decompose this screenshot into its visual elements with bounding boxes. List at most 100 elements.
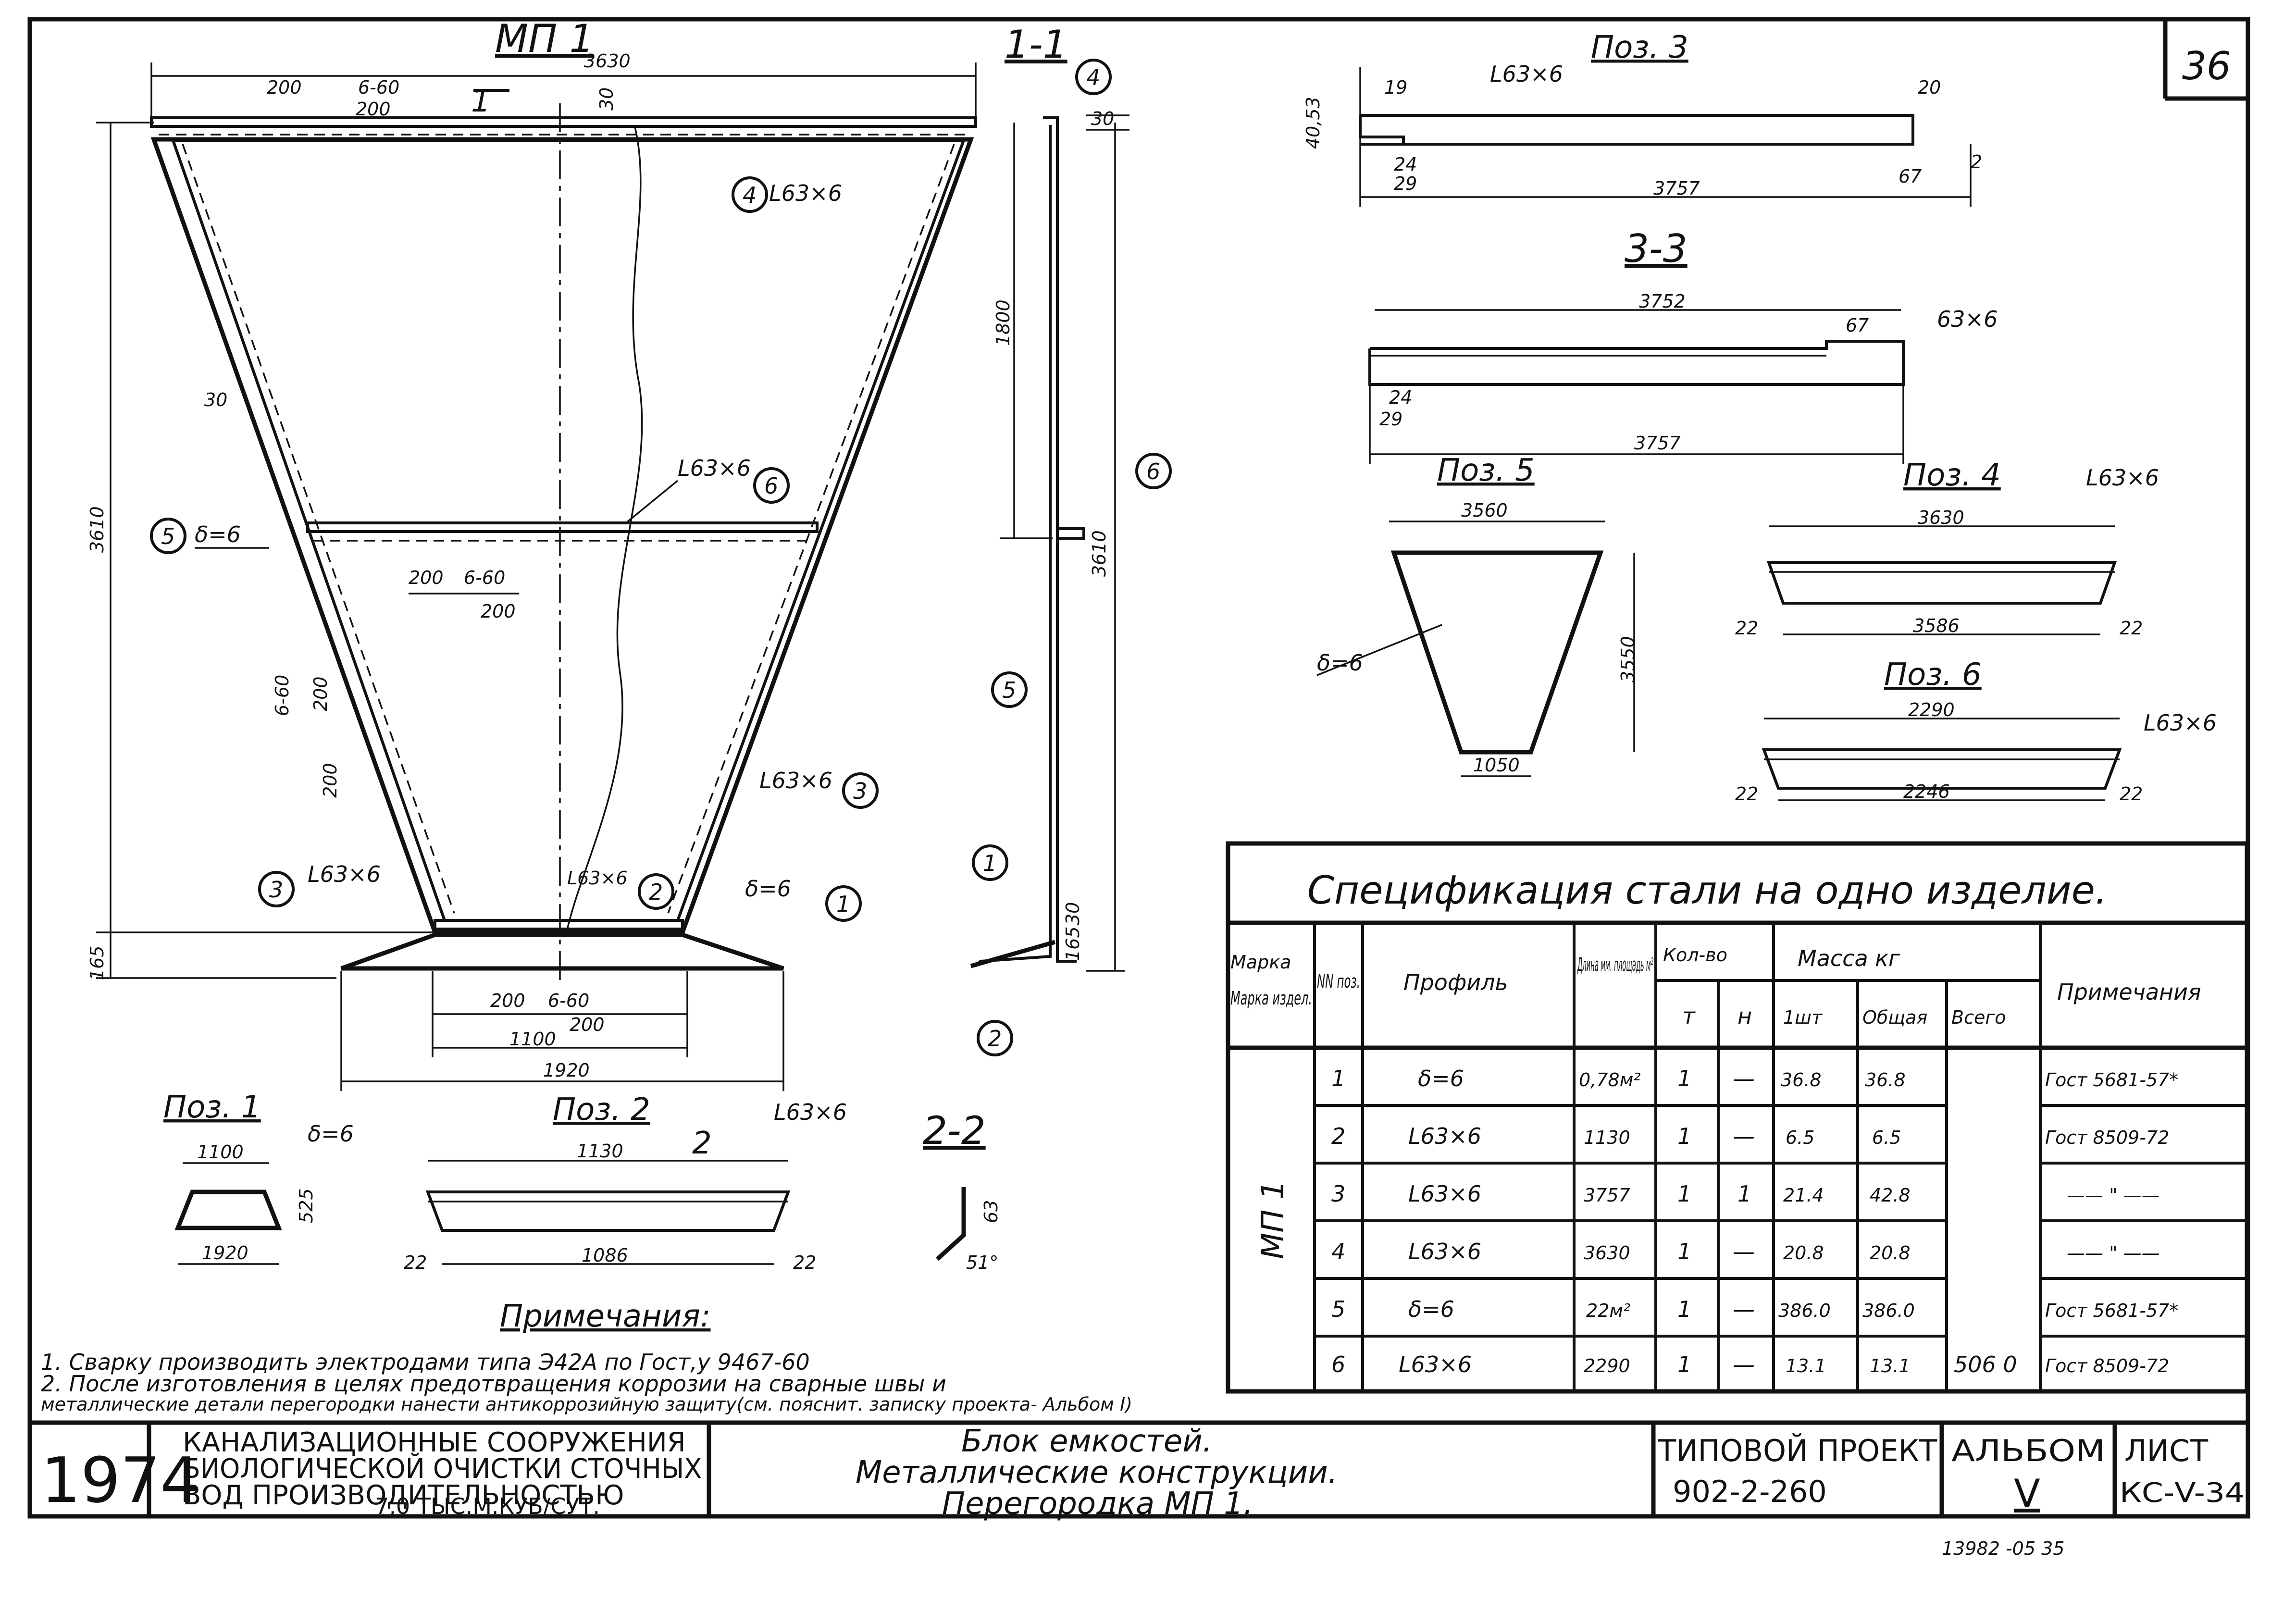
pos3-dim-d40: 40,53	[1303, 97, 1324, 149]
row4-note: —— " ——	[2067, 1242, 2160, 1264]
row3-t: 1	[1677, 1181, 1691, 1207]
title-desc-line2: Металлические конструкции.	[856, 1455, 1338, 1490]
notes-item-1: 1. Сварку производить электродами типа Э…	[41, 1349, 810, 1375]
pos6-profile: L63×6	[2144, 710, 2217, 736]
row5-pos: 5	[1331, 1296, 1345, 1322]
pos3-dim-len: 3757	[1653, 178, 1700, 199]
sec22-dim-63: 63	[980, 1200, 1002, 1223]
sec33-dim-top: 3752	[1639, 291, 1686, 312]
main-view: МП 1 3630 200 6-60 200 30 1	[87, 16, 977, 1091]
notes-item-2: 2. После изготовления в целях предотвращ…	[41, 1371, 946, 1397]
row1-length: 0,78м²	[1579, 1069, 1641, 1091]
spec-mark-value: МП 1	[1255, 1180, 1291, 1259]
title-block: 1974 КАНАЛИЗАЦИОННЫЕ СООРУЖЕНИЯ БИОЛОГИЧ…	[30, 1420, 2248, 1522]
main-dim-top-width: 3630	[584, 50, 631, 72]
section-1-1: 1-1 30 1800 3610 165 30 4 6 5 1	[970, 22, 1172, 1056]
main-dim-bottom-spacing: 200	[490, 990, 525, 1011]
title-project-line4: 7,0 ТЫС.М.КУБ/СУТ.	[375, 1493, 600, 1519]
sheet-frame	[27, 17, 2250, 1519]
row1-mt: 36.8	[1865, 1069, 1906, 1091]
main-dim-mid-pitch: 6-60	[464, 567, 505, 588]
spec-header-qty-t: т	[1682, 1003, 1696, 1029]
section-2-2-title: 2-2	[923, 1108, 986, 1153]
pos1-detail: Поз. 1 δ=6 1100 525 1920	[163, 1090, 354, 1265]
sec33-dim-d29: 29	[1379, 409, 1402, 430]
spec-header-mass-1: 1шт	[1783, 1007, 1823, 1028]
notes: Примечания: 1. Сварку производить электр…	[41, 1299, 1132, 1415]
pos3-profile: L63×6	[1490, 61, 1563, 87]
callout-5: 5 δ=6	[150, 518, 269, 554]
spec-header-qty-n: н	[1737, 1003, 1752, 1029]
pos3-dim-d24: 24	[1394, 154, 1417, 175]
callout-1: 1 δ=6	[745, 876, 862, 922]
row4-pos: 4	[1331, 1239, 1345, 1264]
row1-note: Гост 5681-57*	[2045, 1069, 2178, 1091]
pos4-dim-right: 22	[2120, 618, 2143, 639]
pos1-plate: δ=6	[308, 1121, 354, 1147]
row6-n: —	[1733, 1351, 1755, 1377]
main-dim-weld-spacing-top-2: 200	[356, 99, 391, 120]
row2-note: Гост 8509-72	[2045, 1127, 2169, 1148]
sec11-callout-5-number: 5	[1002, 677, 1016, 703]
row4-mt: 20.8	[1870, 1242, 1911, 1264]
sheet-number: 36	[2182, 44, 2231, 88]
table-row: 4 L63×6 3630 1 — 20.8 20.8 —— " ——	[1331, 1239, 2160, 1264]
row1-m1: 36.8	[1781, 1069, 1822, 1091]
pos4-detail: Поз. 4 L63×6 3630 3586 22 22	[1735, 458, 2159, 639]
section-2-2: 2-2 63 51°	[923, 1108, 1002, 1273]
pos4-dim-left: 22	[1735, 618, 1758, 639]
spec-header-mass-total: Общая	[1862, 1007, 1927, 1028]
pos3-dim-d20: 20	[1918, 77, 1941, 98]
sec11-callout-1: 1	[972, 844, 1008, 881]
notes-item-3: металлические детали перегородки нанести…	[41, 1394, 1132, 1415]
table-row: 6 L63×6 2290 1 — 13.1 13.1 Гост 8509-72	[1331, 1351, 2169, 1377]
row2-n: —	[1733, 1123, 1755, 1149]
pos6-dim-right: 22	[2120, 783, 2143, 805]
callout-4-profile: L63×6	[769, 180, 842, 206]
pos2-dim-bottom: 1086	[582, 1245, 628, 1266]
row2-length: 1130	[1584, 1127, 1630, 1148]
row6-profile: L63×6	[1399, 1351, 1472, 1377]
callout-3-right-number: 3	[853, 778, 867, 804]
pos4-dim-bottom: 3586	[1913, 615, 1960, 636]
spec-table: Спецификация стали на одно изделие. Марк…	[1226, 841, 2249, 1394]
title-album-label: АЛЬБОМ	[1951, 1433, 2105, 1468]
main-dim-weld-pitch-top: 6-60	[358, 77, 399, 98]
callout-5-plate: δ=6	[195, 521, 241, 547]
pos5-dim-bottom: 1050	[1473, 755, 1520, 776]
row3-mt: 42.8	[1870, 1185, 1911, 1206]
row5-m1: 386.0	[1778, 1300, 1831, 1321]
spec-total: 506 0	[1954, 1351, 2017, 1377]
sec11-dim-d2: 1800	[993, 299, 1014, 346]
row2-pos: 2	[1331, 1123, 1345, 1149]
pos2-profile: L63×6	[774, 1099, 847, 1125]
main-dim-height: 3610	[87, 506, 108, 553]
row6-note: Гост 8509-72	[2045, 1355, 2169, 1376]
callout-2-number: 2	[649, 879, 663, 905]
row4-length: 3630	[1584, 1242, 1630, 1264]
row3-note: —— " ——	[2067, 1185, 2160, 1206]
sec11-callout-2-number: 2	[988, 1026, 1002, 1052]
notes-title: Примечания:	[500, 1299, 711, 1334]
pos3-dim-d29: 29	[1394, 173, 1417, 194]
table-row: 2 L63×6 1130 1 — 6.5 6.5 Гост 8509-72	[1331, 1123, 2169, 1149]
title-desc-line3: Перегородка МП 1.	[942, 1486, 1253, 1522]
sec11-dim-d3: 3610	[1089, 530, 1110, 577]
row2-m1: 6.5	[1786, 1127, 1814, 1148]
title-desc-line1: Блок емкостей.	[961, 1424, 1212, 1459]
sec11-callout-6: 6	[1135, 453, 1172, 489]
row1-n: —	[1733, 1066, 1755, 1091]
row3-length: 3757	[1584, 1185, 1630, 1206]
sec11-dim-d1: 30	[1091, 108, 1114, 129]
callout-2-profile: L63×6	[567, 868, 628, 889]
table-row: 1 δ=6 0,78м² 1 — 36.8 36.8 Гост 5681-57*	[1331, 1066, 2178, 1091]
table-row: 3 L63×6 3757 1 1 21.4 42.8 —— " ——	[1331, 1181, 2160, 1207]
callout-1-plate: δ=6	[745, 876, 791, 902]
section-3-3-title: 3-3	[1625, 226, 1688, 271]
pos6-dim-bottom: 2246	[1903, 781, 1950, 802]
main-dim-side-pitch: 6-60	[272, 675, 293, 716]
main-dim-base-width: 1920	[543, 1060, 590, 1081]
row5-profile: δ=6	[1408, 1296, 1454, 1322]
pos1-title: Поз. 1	[163, 1090, 261, 1125]
spec-header-mark-bind: Марка издел.	[1230, 988, 1312, 1009]
